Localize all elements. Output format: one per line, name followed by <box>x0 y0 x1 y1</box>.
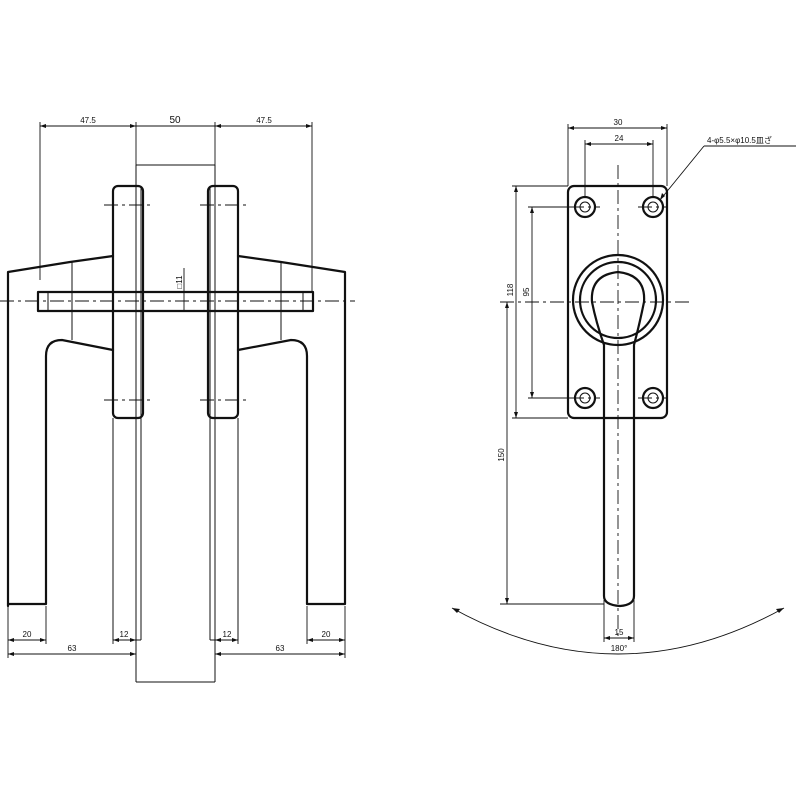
dim-lever-length: 150 <box>497 448 506 462</box>
dim-bottom-right-total: 63 <box>276 644 285 653</box>
left-rose-plate <box>104 184 152 641</box>
dim-hole-note: 4-φ5.5×φ10.5皿ざ <box>707 135 772 145</box>
dim-plate-width: 30 <box>614 118 623 127</box>
hole-callout: 4-φ5.5×φ10.5皿ざ <box>659 135 796 201</box>
dim-plate-height: 118 <box>506 283 515 296</box>
front-view: 47.5 50 47.5 □11 20 12 <box>0 115 355 683</box>
dim-bottom-right-tip: 20 <box>322 630 331 639</box>
right-lever <box>236 254 347 606</box>
dim-bottom-left-total: 63 <box>68 644 77 653</box>
side-top-dimensions: 30 24 <box>567 118 668 198</box>
front-top-dimensions: 47.5 50 47.5 <box>39 115 313 292</box>
rotation-arc: 180° <box>451 607 785 655</box>
left-lever <box>6 254 115 608</box>
dim-rotation: 180° <box>611 644 628 653</box>
lever-rose <box>571 253 665 347</box>
dim-left-top: 47.5 <box>80 116 96 125</box>
dim-spindle: □11 <box>175 275 184 289</box>
dim-bottom-left-tip: 20 <box>23 630 32 639</box>
door-section <box>135 164 216 683</box>
dim-hole-pitch-y: 95 <box>522 287 531 296</box>
dim-bottom-left-inner: 12 <box>120 630 129 639</box>
right-rose-plate <box>200 184 248 641</box>
dim-right-top: 47.5 <box>256 116 272 125</box>
dim-hole-pitch-x: 24 <box>615 134 624 143</box>
front-bottom-dimensions: 20 12 63 20 12 63 <box>7 606 346 658</box>
lever-handle <box>590 270 646 608</box>
spindle <box>36 290 315 313</box>
grip-dimension: 15 <box>603 600 635 642</box>
screw-holes <box>573 195 665 410</box>
dim-center-top: 50 <box>169 115 181 126</box>
dim-bottom-right-inner: 12 <box>223 630 232 639</box>
dim-grip-width: 15 <box>615 628 624 637</box>
side-view: 30 24 4-φ5.5×φ10.5皿ざ 118 <box>451 118 796 655</box>
side-vertical-dimensions: 118 95 150 <box>497 185 604 605</box>
spindle-dimension: □11 <box>175 268 190 312</box>
